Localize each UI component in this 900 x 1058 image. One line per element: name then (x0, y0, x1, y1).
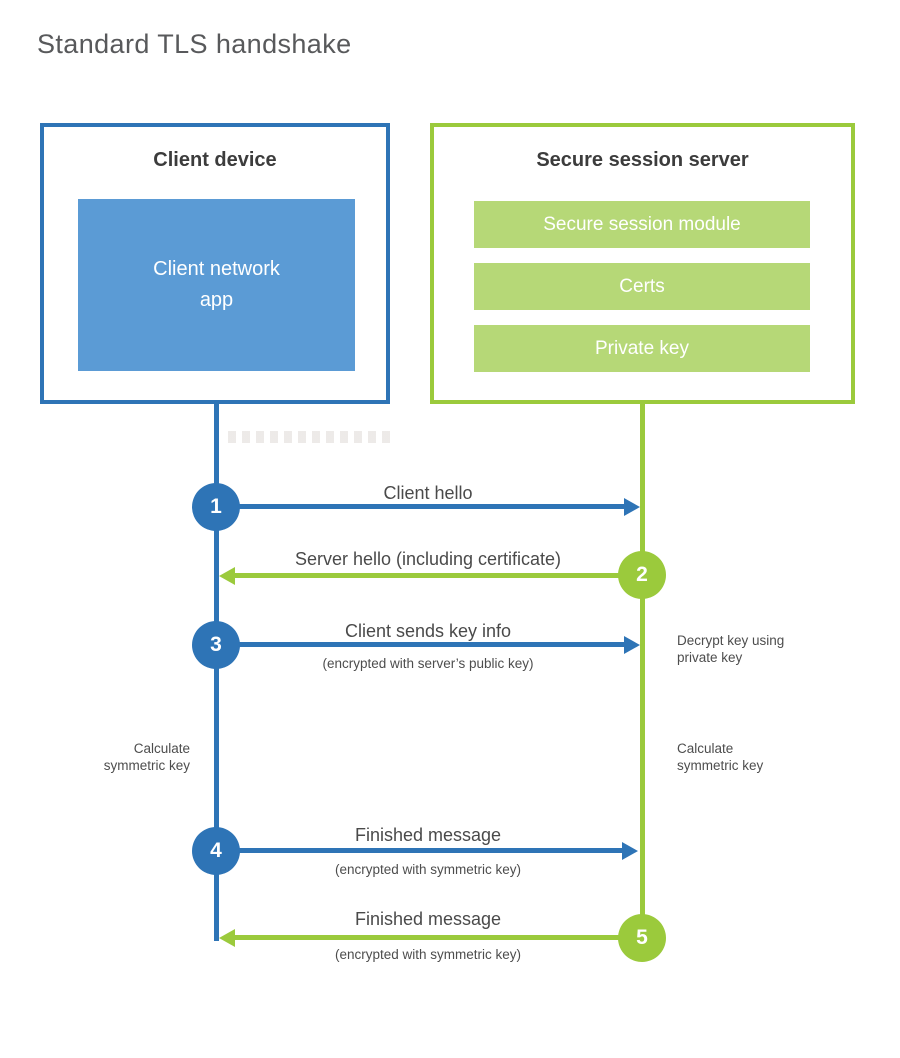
arrow-line-step1 (216, 504, 624, 509)
message-sub-finished-server: (encrypted with symmetric key) (334, 947, 522, 962)
arrow-line-step5 (235, 935, 642, 940)
note-calculate-symmetric-key-client: Calculate symmetric key (103, 741, 190, 773)
arrowhead-right-step4 (622, 842, 638, 860)
client-lifeline (214, 404, 219, 941)
page-title: Standard TLS handshake (37, 29, 352, 59)
step-circle-2: 2 (618, 551, 666, 599)
server-lifeline (640, 404, 645, 938)
arrow-line-step3 (216, 642, 624, 647)
step-circle-3: 3 (192, 621, 240, 669)
arrow-line-step4 (216, 848, 622, 853)
message-label-server-hello: Server hello (including certificate) (294, 549, 562, 569)
message-label-key-info: Client sends key info (344, 621, 512, 641)
step-circle-4: 4 (192, 827, 240, 875)
watermark-remnant (228, 431, 393, 443)
message-label-finished-server: Finished message (354, 909, 502, 929)
message-label-finished-client: Finished message (354, 825, 502, 845)
arrowhead-left-step5 (219, 929, 235, 947)
server-module-label: Private key (595, 337, 689, 359)
message-sub-key-info: (encrypted with server’s public key) (322, 656, 534, 671)
arrowhead-left-step2 (219, 567, 235, 585)
server-module-private-key: Private key (474, 325, 810, 372)
note-decrypt-key: Decrypt key using private key (677, 633, 785, 665)
message-sub-finished-client: (encrypted with symmetric key) (334, 862, 522, 877)
message-label-client-hello: Client hello (383, 483, 473, 503)
server-module-label: Secure session module (543, 213, 741, 235)
arrowhead-right-step3 (624, 636, 640, 654)
secure-session-server-title: Secure session server (536, 149, 749, 171)
server-module-label: Certs (619, 275, 665, 297)
arrow-line-step2 (235, 573, 642, 578)
server-module-certs: Certs (474, 263, 810, 310)
client-network-app-label: Client network app (153, 258, 280, 311)
client-network-app-box: Client network app (78, 199, 355, 371)
client-device-title: Client device (153, 149, 277, 171)
server-module-secure-session: Secure session module (474, 201, 810, 248)
step-circle-5: 5 (618, 914, 666, 962)
step-circle-1: 1 (192, 483, 240, 531)
note-calculate-symmetric-key-server: Calculate symmetric key (677, 741, 764, 773)
arrowhead-right-step1 (624, 498, 640, 516)
